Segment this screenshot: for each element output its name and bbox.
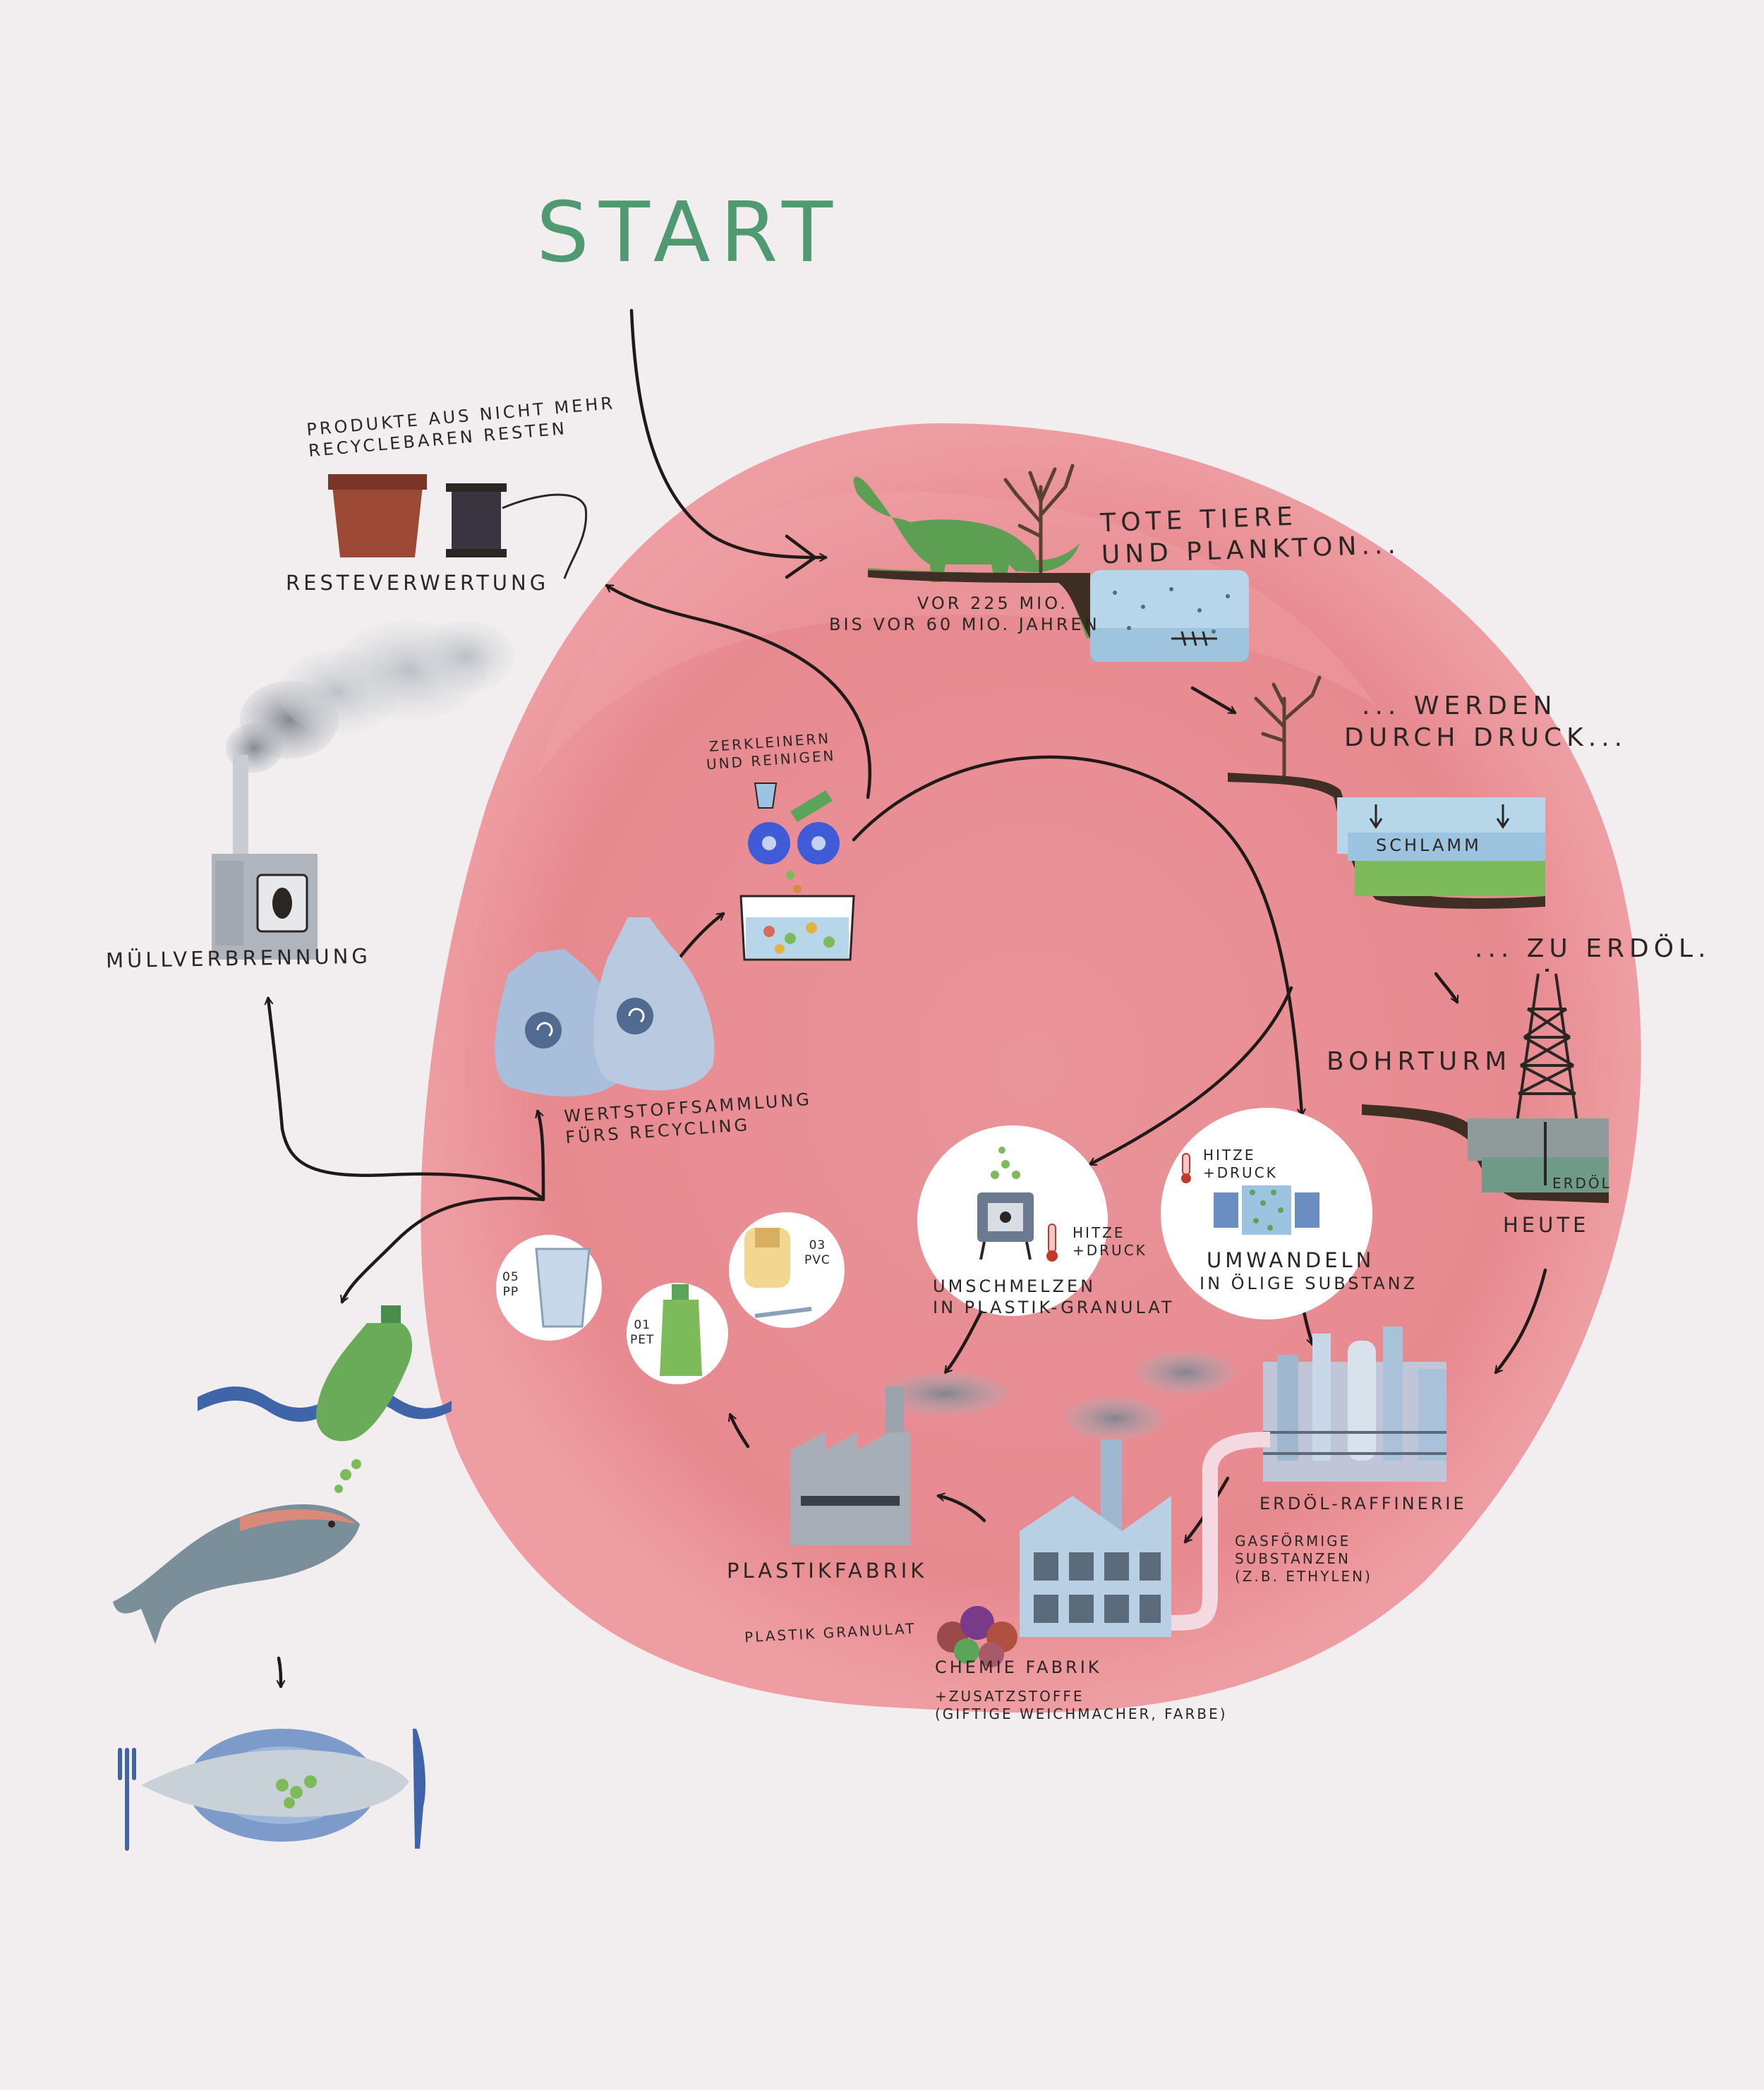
thermometer-icon bbox=[1046, 1224, 1058, 1262]
pvc-products-icon bbox=[744, 1228, 812, 1318]
pressure-line-1: ... WERDEN bbox=[1362, 691, 1557, 720]
grass-layer bbox=[1355, 861, 1545, 896]
refinery-smoke bbox=[882, 1351, 1235, 1439]
refinery-icon bbox=[1263, 1327, 1446, 1482]
bottle-icon bbox=[660, 1284, 702, 1376]
washing-tub-icon bbox=[739, 895, 855, 961]
mud-layer bbox=[1348, 833, 1545, 861]
recycling-bags-icon bbox=[495, 917, 715, 1097]
crushing-cups-icon bbox=[754, 783, 833, 822]
incineration-label: MÜLLVERBRENNUNG bbox=[105, 943, 372, 973]
heat-pressure-label-2: HITZE +DRUCK bbox=[1203, 1147, 1278, 1182]
granulate-pile-icon bbox=[937, 1606, 1017, 1667]
pvc-code-label: 03 PVC bbox=[804, 1238, 830, 1269]
additives-line-2: (GIFTIGE WEICHMACHER, FARBE) bbox=[935, 1705, 1228, 1722]
pressure-line-1b: +DRUCK bbox=[1073, 1242, 1147, 1259]
knife-icon bbox=[413, 1729, 425, 1849]
thermometer-icon-2 bbox=[1181, 1153, 1191, 1183]
ground-dark-1 bbox=[868, 570, 1097, 639]
gaseous-label: GASFÖRMIGE SUBSTANZEN (Z.B. ETHYLEN) bbox=[1235, 1533, 1372, 1585]
remelt-line-1: UMSCHMELZEN bbox=[933, 1276, 1097, 1296]
rock-layer bbox=[1468, 1118, 1609, 1161]
flow-arrows bbox=[264, 308, 1547, 1689]
dinner-plate-icon bbox=[141, 1729, 409, 1842]
pp-code-label: 05 PP bbox=[502, 1270, 519, 1300]
remelting-machine-icon bbox=[977, 1147, 1034, 1260]
pipe bbox=[1164, 1432, 1271, 1631]
to-oil-label: ... ZU ERDÖL. bbox=[1475, 934, 1711, 963]
pressure-line-2: DURCH DRUCK... bbox=[1344, 723, 1628, 752]
oil-derrick-icon bbox=[1516, 969, 1578, 1123]
incinerator-icon bbox=[212, 755, 318, 960]
convert-line-1: UMWANDELN bbox=[1207, 1248, 1375, 1272]
plastic-factory-icon bbox=[790, 1387, 910, 1545]
converter-icon bbox=[1214, 1185, 1319, 1235]
oil-layer-label: ERDÖL bbox=[1552, 1175, 1612, 1192]
pressure-line-2b: +DRUCK bbox=[1203, 1164, 1278, 1181]
gaseous-line-3: (Z.B. ETHYLEN) bbox=[1235, 1568, 1372, 1585]
pressure-arrows bbox=[1369, 804, 1510, 829]
remelt-line-2: IN PLASTIK-GRANULAT bbox=[933, 1298, 1175, 1317]
gaseous-line-2: SUBSTANZEN bbox=[1235, 1550, 1351, 1567]
gaseous-line-1: GASFÖRMIGE bbox=[1235, 1533, 1351, 1550]
time-period-line-2: BIS VOR 60 MIO. JAHREN bbox=[829, 615, 1100, 634]
resteverwertung-label: RESTEVERWERTUNG bbox=[286, 571, 550, 595]
bare-tree-icon bbox=[1003, 464, 1075, 574]
chemical-factory-icon bbox=[1020, 1439, 1171, 1637]
pet-code-label: 01 PET bbox=[630, 1318, 654, 1348]
derrick-label: BOHRTURM bbox=[1327, 1047, 1512, 1076]
additives-line-1: +ZUSATZSTOFFE bbox=[935, 1688, 1085, 1705]
plankton-dots bbox=[1113, 587, 1230, 634]
gears-icon bbox=[748, 822, 840, 864]
chemical-factory-label: CHEMIE FABRIK bbox=[935, 1657, 1102, 1677]
microplastic-dots bbox=[334, 1459, 361, 1493]
heat-line-1: HITZE bbox=[1073, 1224, 1125, 1241]
fork-icon bbox=[118, 1748, 136, 1851]
pet-code-name: PET bbox=[630, 1333, 655, 1348]
pvc-code-number: 03 bbox=[809, 1238, 826, 1252]
incinerator-smoke bbox=[226, 621, 515, 773]
refinery-label: ERDÖL-RAFFINERIE bbox=[1259, 1494, 1467, 1514]
pressure-label: ... WERDEN DURCH DRUCK... bbox=[1344, 690, 1627, 754]
today-label: HEUTE bbox=[1503, 1213, 1590, 1237]
dead-animals-label: TOTE TIERE UND PLANKTON... bbox=[1100, 497, 1401, 572]
pp-code-number: 05 bbox=[502, 1270, 519, 1284]
thread-spool-icon bbox=[446, 483, 588, 579]
sediment-1 bbox=[1090, 628, 1249, 662]
pot-rim bbox=[328, 474, 427, 490]
mud-label: SCHLAMM bbox=[1376, 835, 1482, 855]
dinosaur-icon bbox=[853, 476, 1080, 582]
heat-pressure-label-1: HITZE +DRUCK bbox=[1073, 1224, 1147, 1260]
pet-code-number: 01 bbox=[634, 1318, 651, 1332]
fish-icon bbox=[113, 1504, 360, 1644]
heat-line-2: HITZE bbox=[1203, 1147, 1256, 1164]
convert-line-2: IN ÖLIGE SUBSTANZ bbox=[1200, 1274, 1418, 1294]
pvc-code-name: PVC bbox=[804, 1253, 830, 1268]
circle-wash bbox=[536, 492, 1376, 776]
fish-skeleton-icon bbox=[1171, 631, 1217, 646]
time-period-label: VOR 225 MIO. BIS VOR 60 MIO. JAHREN bbox=[829, 593, 1100, 635]
convert-label: UMWANDELN IN ÖLIGE SUBSTANZ bbox=[1200, 1248, 1418, 1294]
flower-pot-icon bbox=[332, 480, 423, 557]
plastic-factory-label: PLASTIKFABRIK bbox=[727, 1559, 928, 1583]
start-title: START bbox=[536, 183, 843, 281]
ocean-bottle-icon bbox=[316, 1305, 413, 1442]
bare-tree-icon-2 bbox=[1254, 675, 1322, 778]
remelt-label: UMSCHMELZEN IN PLASTIK-GRANULAT bbox=[933, 1276, 1175, 1318]
cup-icon bbox=[535, 1248, 591, 1328]
time-period-line-1: VOR 225 MIO. bbox=[917, 593, 1068, 613]
additives-label: +ZUSATZSTOFFE (GIFTIGE WEICHMACHER, FARB… bbox=[935, 1688, 1228, 1723]
pp-code-name: PP bbox=[502, 1285, 519, 1300]
